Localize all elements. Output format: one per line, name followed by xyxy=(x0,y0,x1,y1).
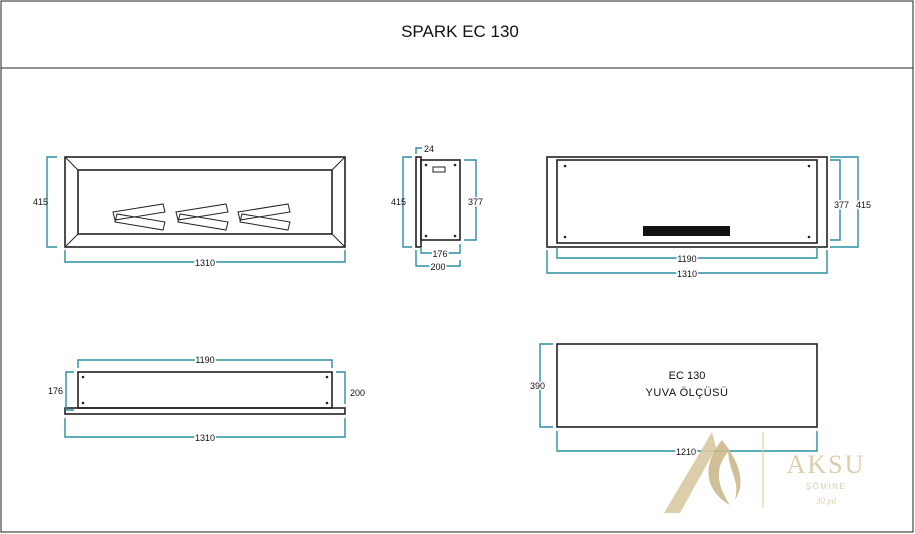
back-width-outer-label: 1310 xyxy=(677,269,697,279)
back-width-inner-label: 1190 xyxy=(677,254,696,264)
side-view: 24 415 377 176 200 xyxy=(391,144,485,274)
logs-icon xyxy=(112,203,291,231)
burner-slot xyxy=(643,226,730,236)
niche-height-label: 390 xyxy=(530,381,545,391)
top-width-inner-label: 1190 xyxy=(195,355,214,365)
back-height-outer-label: 415 xyxy=(856,200,871,210)
page-title: SPARK EC 130 xyxy=(401,22,519,41)
niche-model-label: EC 130 xyxy=(669,370,706,382)
side-height-inner-label: 377 xyxy=(468,197,483,207)
logo-brand: AKSU xyxy=(787,450,866,479)
side-depth-outer-label: 200 xyxy=(430,262,445,272)
top-depth-right-label: 200 xyxy=(350,388,365,398)
niche-width-label: 1210 xyxy=(676,447,696,457)
logo-tag: 30.yıl xyxy=(815,496,837,506)
niche-caption-label: YUVA ÖLÇÜSÜ xyxy=(646,387,729,399)
side-height-outer-label: 415 xyxy=(391,197,406,207)
aksu-logo: AKSU ŞÖMİNE 30.yıl xyxy=(664,432,866,513)
top-view: 1190 176 200 1310 xyxy=(48,354,365,445)
front-view: 415 1310 xyxy=(33,156,346,270)
back-height-inner-label: 377 xyxy=(834,200,849,210)
side-depth-inner-label: 176 xyxy=(432,249,447,259)
front-height-label: 415 xyxy=(33,197,48,207)
niche-view: EC 130 YUVA ÖLÇÜSÜ 390 1210 xyxy=(529,343,818,459)
front-width-label: 1310 xyxy=(195,258,215,268)
top-depth-left-label: 176 xyxy=(48,386,63,396)
back-view: 377 415 1190 1310 xyxy=(546,156,873,281)
side-plate-label: 24 xyxy=(424,144,434,154)
top-width-outer-label: 1310 xyxy=(195,433,215,443)
flame-icon xyxy=(664,432,716,513)
logo-sub: ŞÖMİNE xyxy=(806,482,847,491)
